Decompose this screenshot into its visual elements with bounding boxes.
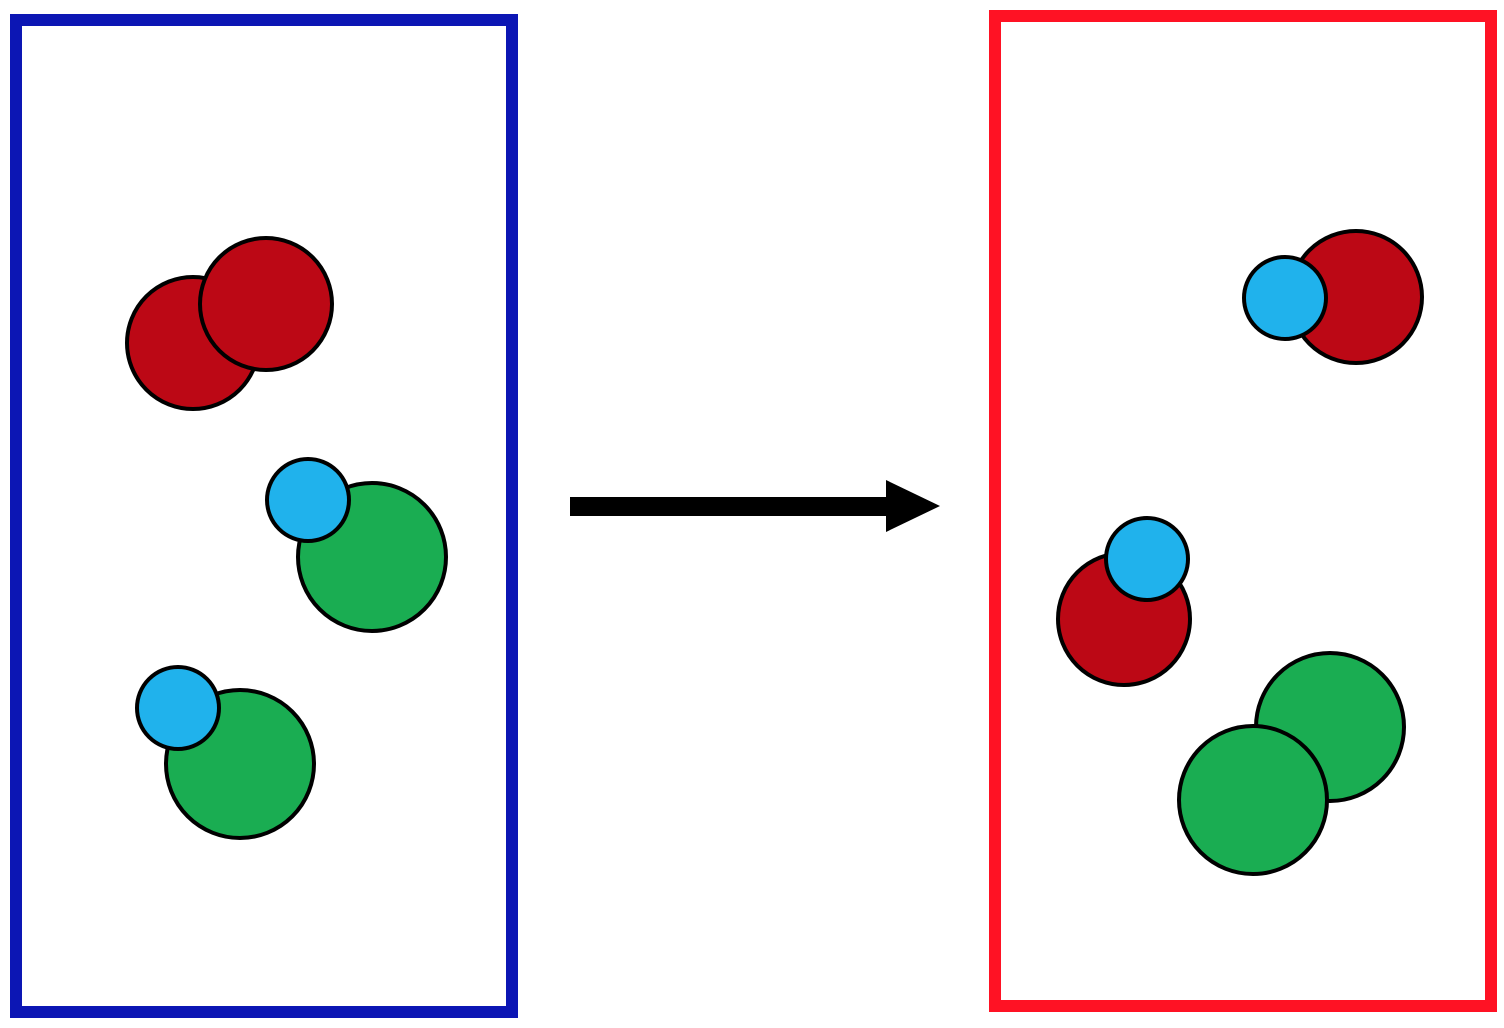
arrow-shaft bbox=[570, 497, 894, 516]
blue-atom bbox=[135, 665, 221, 751]
green-atom bbox=[1177, 724, 1329, 876]
green-blue-molecule bbox=[135, 665, 316, 840]
green-blue-molecule bbox=[265, 457, 448, 633]
red-atom bbox=[198, 236, 334, 372]
blue-atom bbox=[265, 457, 351, 543]
reactants-frame bbox=[10, 14, 518, 1018]
reactants-panel bbox=[10, 14, 518, 1018]
green-green-molecule bbox=[1177, 651, 1406, 876]
red-red-molecule bbox=[125, 236, 334, 411]
arrow-right-icon bbox=[570, 480, 940, 532]
red-blue-molecule bbox=[1242, 229, 1424, 365]
blue-atom bbox=[1242, 255, 1328, 341]
arrow-head bbox=[886, 480, 940, 532]
products-frame bbox=[989, 10, 1497, 1012]
blue-atom bbox=[1104, 516, 1190, 602]
red-blue-molecule bbox=[1056, 516, 1192, 687]
products-panel bbox=[989, 10, 1497, 1012]
